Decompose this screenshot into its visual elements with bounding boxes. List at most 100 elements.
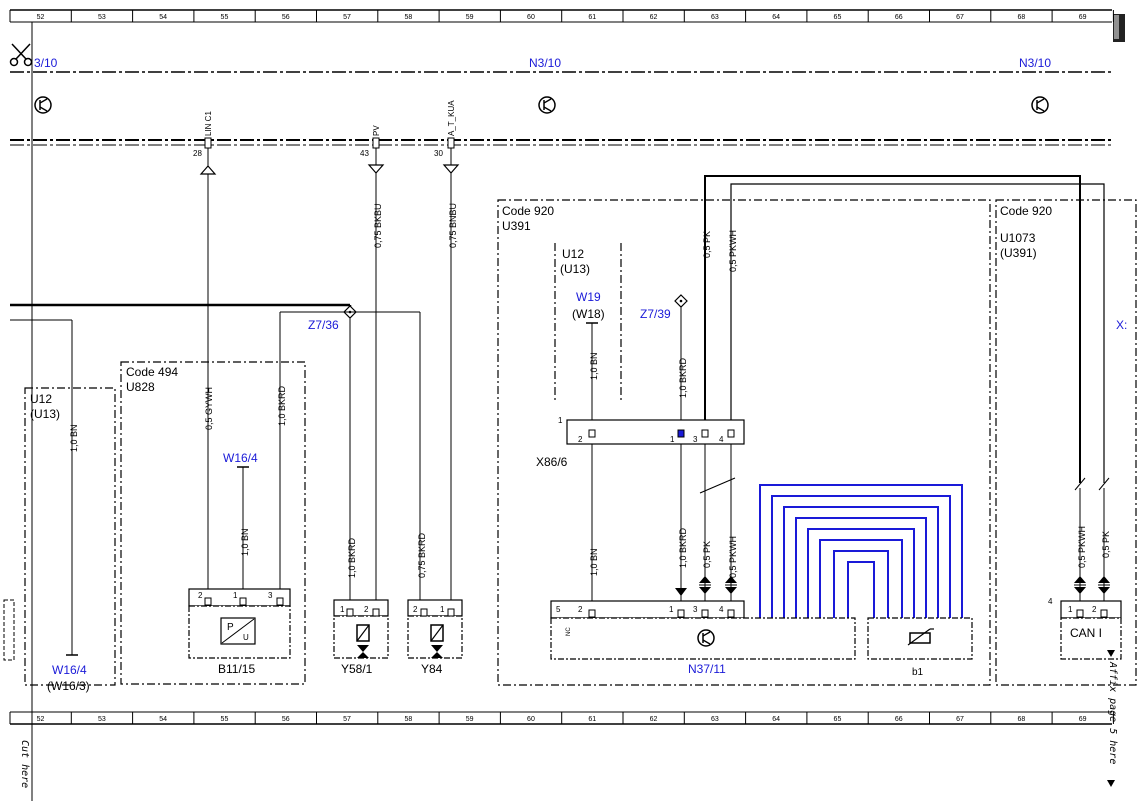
ruler-top-number: 58 (404, 14, 412, 21)
w16-4-bottom-label: W16/4 (52, 663, 87, 677)
code920-label-b: Code 920 (1000, 204, 1052, 218)
b11-15-component: P U 2 1 3 (188, 588, 291, 659)
ruler-bottom-number: 64 (772, 716, 780, 723)
w16-4-label: W16/4 (223, 451, 258, 465)
code920-box-b (995, 199, 1137, 686)
b11-15-label: B11/15 (218, 662, 255, 676)
ruler-top-number: 54 (159, 14, 167, 21)
svg-text:0,5 PK: 0,5 PK (1101, 531, 1111, 558)
can-i-component: 1 2 4 CAN I (1048, 597, 1122, 660)
transistor-icon (34, 96, 52, 114)
svg-text:1: 1 (233, 591, 238, 600)
n3-10-pin-30: A_T_KUA 30 (434, 100, 456, 158)
ruler-bottom-number: 61 (588, 716, 596, 723)
ruler-bottom-number: 56 (282, 716, 290, 723)
svg-text:1: 1 (670, 435, 675, 444)
y84-component: 2 1 (407, 599, 463, 659)
ruler-top-number: 69 (1079, 14, 1087, 21)
x86-6-label: X86/6 (536, 455, 568, 469)
x-partial-label: X: (1116, 318, 1127, 332)
svg-text:2: 2 (198, 591, 203, 600)
svg-text:1,0 BN: 1,0 BN (589, 548, 599, 576)
z7-39-label: Z7/39 (640, 307, 671, 321)
svg-text:NC: NC (566, 627, 572, 636)
b1-label: b1 (912, 667, 924, 678)
code920-box-a (497, 199, 991, 686)
w16-3-label: (W16/3) (47, 679, 90, 693)
double-arrow-symbol (1098, 576, 1110, 594)
ruler-bottom-number: 68 (1017, 716, 1025, 723)
ruler-bottom-number: 52 (37, 716, 45, 723)
ruler-top-number: 65 (834, 14, 842, 21)
transistor-icon (697, 629, 715, 647)
svg-text:1: 1 (669, 605, 674, 614)
arrow-down-icon (1107, 650, 1115, 657)
cut-here-label: Cut here (19, 740, 30, 788)
ruler-bottom-number: 65 (834, 716, 842, 723)
svg-text:3: 3 (268, 591, 273, 600)
ruler-bottom-number: 55 (221, 716, 229, 723)
ruler-bottom-number: 54 (159, 716, 167, 723)
ruler-top-number: 66 (895, 14, 903, 21)
w18-label: (W18) (572, 307, 605, 321)
svg-text:3: 3 (693, 605, 698, 614)
svg-text:0,75 BKBU: 0,75 BKBU (373, 203, 383, 248)
svg-text:1,0 BKRD: 1,0 BKRD (678, 527, 688, 568)
y58-1-label: Y58/1 (341, 662, 373, 676)
svg-text:0,5 PKWH: 0,5 PKWH (728, 230, 738, 272)
svg-text:2: 2 (364, 605, 369, 614)
wire-label-gywh: 0,5 GYWH (204, 387, 214, 430)
svg-text:P: P (227, 622, 234, 633)
n3-10-label-left: 3/10 (34, 56, 58, 70)
svg-text:0,75 BKRD: 0,75 BKRD (417, 532, 427, 578)
ruler-top-number: 62 (650, 14, 658, 21)
ruler-bottom-number: 53 (98, 716, 106, 723)
svg-text:4: 4 (1048, 597, 1053, 606)
svg-text:30: 30 (434, 149, 443, 158)
u828-label: U828 (126, 380, 155, 394)
svg-text:1,0 BKRD: 1,0 BKRD (678, 357, 688, 398)
thermistor-icon (907, 628, 934, 646)
ruler-bottom-number: 57 (343, 716, 351, 723)
svg-text:1,0 BN: 1,0 BN (240, 528, 250, 556)
ruler-top-number: 60 (527, 14, 535, 21)
ruler-top-number: 52 (37, 14, 45, 21)
svg-text:A_T_KUA: A_T_KUA (447, 100, 456, 136)
svg-text:LIN C1: LIN C1 (204, 111, 213, 136)
svg-text:4: 4 (719, 605, 724, 614)
y58-1-component: 1 2 (333, 599, 389, 659)
ruler-bottom (10, 711, 1112, 725)
svg-text:1: 1 (558, 416, 563, 425)
svg-text:43: 43 (360, 149, 369, 158)
n3-10-label-mid: N3/10 (529, 56, 561, 70)
u391-label-a: U391 (502, 219, 531, 233)
svg-text:1,0 BN: 1,0 BN (589, 352, 599, 380)
double-arrow-symbol (1074, 576, 1086, 594)
svg-text:1,0 BKRD: 1,0 BKRD (347, 537, 357, 578)
n3-10-label-right: N3/10 (1019, 56, 1051, 70)
ruler-top-number: 64 (772, 14, 780, 21)
y84-label: Y84 (421, 662, 443, 676)
svg-text:1,0 BKRD: 1,0 BKRD (277, 385, 287, 426)
ruler-top-number: 61 (588, 14, 596, 21)
svg-text:2: 2 (578, 605, 583, 614)
svg-text:0,5 PKWH: 0,5 PKWH (1077, 526, 1087, 568)
z7-39-splice (674, 294, 688, 308)
u13-label-left: (U13) (30, 407, 60, 421)
ruler-top-number: 57 (343, 14, 351, 21)
w19-label: W19 (576, 290, 601, 304)
code494-box (120, 361, 306, 685)
ruler-top-number: 63 (711, 14, 719, 21)
u1073-label: U1073 (1000, 231, 1036, 245)
x86-6-connector: 2 1 3 4 1 (558, 416, 745, 445)
code494-label: Code 494 (126, 365, 178, 379)
ruler-top-number: 56 (282, 14, 290, 21)
svg-text:5: 5 (556, 605, 561, 614)
double-arrow-symbol (699, 576, 711, 594)
svg-text:1: 1 (440, 605, 445, 614)
u12-box-left (24, 387, 116, 686)
ruler-top-number: 59 (466, 14, 474, 21)
u12-label-left: U12 (30, 392, 52, 406)
ruler-top-number: 67 (956, 14, 964, 21)
